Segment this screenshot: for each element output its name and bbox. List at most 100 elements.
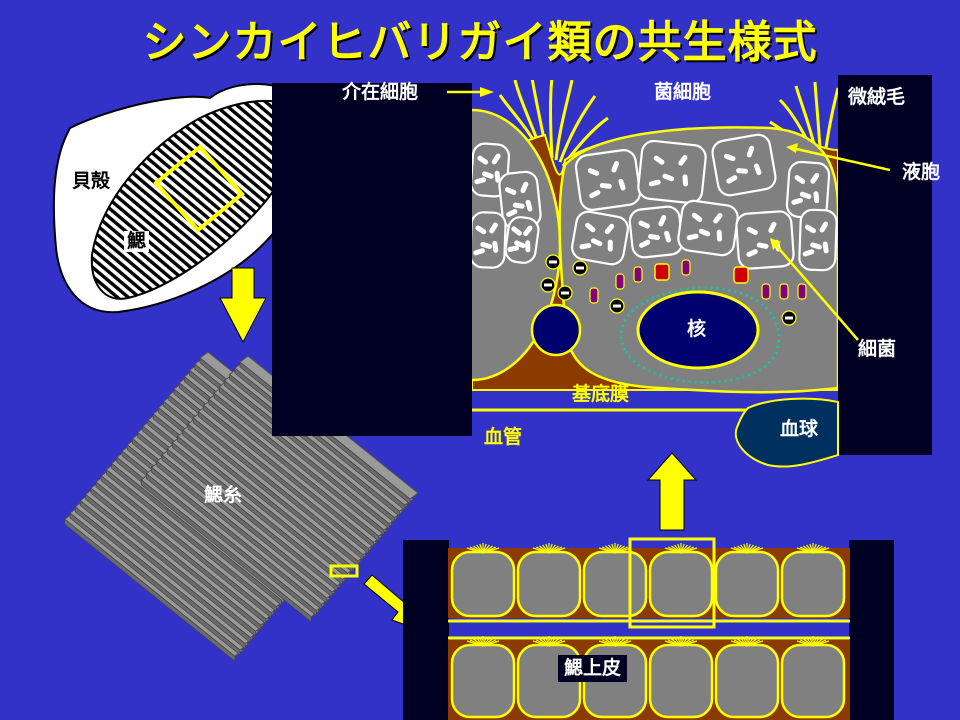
gill-lamella-edge: [203, 404, 374, 549]
symbiont-rod: [810, 172, 820, 184]
symbiont-rod: [726, 175, 738, 184]
symbiont-rod: [507, 245, 520, 252]
bacterium: [797, 283, 807, 300]
symbiont-rod: [648, 233, 660, 241]
symbiont-rod: [648, 179, 661, 187]
symbiont-rod: [810, 242, 822, 250]
symbiont-rod: [611, 161, 620, 173]
gill-lamella-edge: [161, 454, 333, 598]
symbiont-rod: [506, 208, 518, 218]
gill-highlight-box: [153, 144, 245, 233]
vacuole: [637, 139, 707, 205]
symbiont-rod: [713, 213, 723, 224]
symbiont-rod: [514, 240, 526, 249]
symbiont-rod: [791, 197, 804, 205]
basement-membrane-label: 基底膜: [572, 383, 630, 405]
gill-lamella-edge: [64, 518, 236, 662]
epithelium-highlight-box: [628, 537, 716, 629]
shell-label: 貝殻: [72, 170, 111, 192]
epithelial-cilia: [614, 640, 632, 647]
vacuole: [628, 205, 684, 259]
symbiont-rod: [520, 181, 529, 194]
blood-vessel-label: 血管: [484, 426, 523, 448]
vacuole: [472, 211, 507, 269]
symbiont-rod: [691, 212, 703, 223]
symbiont-rod: [746, 226, 758, 236]
vacuole: [798, 208, 838, 272]
symbiont-rod: [579, 243, 592, 250]
symbiont-rod: [653, 155, 665, 165]
epithelial-cilia: [746, 547, 764, 554]
down-arrow-icon: [219, 267, 267, 344]
symbiont-rod: [607, 239, 613, 252]
gill-lamella-edge: [69, 512, 241, 656]
symbiont-rod: [813, 191, 820, 204]
epithelial-cilia: [812, 640, 830, 647]
symbiont-rod: [819, 221, 829, 233]
symbiont-rod: [698, 228, 711, 237]
gill-lamella-edge: [224, 379, 395, 524]
epithelial-cilia: [548, 640, 566, 647]
epithelium-panel: [403, 537, 894, 720]
symbiont-rod: [489, 222, 498, 234]
bacteriocyte-label: 菌細胞: [654, 81, 712, 103]
symbiont-rod: [512, 202, 525, 209]
gill-lamella-edge: [213, 392, 385, 536]
gill-lamella-edge: [74, 506, 246, 650]
epithelial-cilia: [614, 547, 632, 554]
symbiont-rod: [474, 177, 487, 185]
epithelial-cell: [714, 643, 780, 719]
symbiont-rod: [658, 215, 667, 227]
gill-lamella-edge: [208, 398, 380, 542]
gill-lamella-edge: [106, 468, 277, 613]
symbiont-rod: [638, 220, 650, 229]
symbiont-rod: [802, 249, 815, 257]
vacuole: [735, 210, 795, 270]
epithelial-cell: [780, 550, 846, 618]
symbiont-rod: [639, 239, 651, 248]
symbiont-rod: [589, 189, 601, 199]
nucleus: [636, 290, 760, 370]
epithelial-cilia: [812, 547, 830, 554]
epithelial-cell: [450, 550, 516, 618]
symbiont-rod: [664, 230, 672, 243]
bacterium: [633, 266, 643, 283]
vacuole: [574, 149, 642, 211]
symbiont-rod: [587, 168, 600, 176]
gill-filament-label: 鰓糸: [204, 484, 243, 506]
gill-lamella-edge: [85, 493, 256, 638]
bacterium: [654, 263, 670, 281]
epithelial-cilia: [746, 640, 764, 647]
gill-lamella-edge: [198, 410, 369, 555]
small-nucleus: [530, 303, 582, 357]
epithelial-cilia: [680, 547, 698, 554]
bacteria-cluster: [540, 254, 807, 326]
gill-lamella-edge: [151, 466, 322, 611]
up-arrow-icon: [646, 452, 698, 531]
symbiont-rod: [794, 175, 806, 184]
figure-title: シンカイヒバリガイ類の共生様式: [142, 17, 818, 68]
nucleus-label: 核: [687, 318, 707, 340]
symbiont-rod: [746, 145, 755, 158]
gill-lamella-edge: [90, 487, 262, 631]
symbiont-rod: [525, 240, 531, 253]
epithelial-cell: [648, 643, 714, 719]
blood-cell-shape: [734, 397, 839, 468]
symbiont-rod: [525, 199, 533, 212]
vacuole: [711, 133, 777, 197]
symbiont-rod: [756, 242, 769, 249]
symbiont-rod: [480, 241, 492, 249]
vacuole: [504, 216, 540, 264]
mussel-shell: [52, 82, 312, 314]
epithelial-cilia: [548, 547, 566, 554]
leader-lines: [447, 87, 891, 341]
symbiont-rod: [492, 240, 499, 253]
symbiont-rod: [523, 225, 533, 237]
symbiont-rod: [678, 154, 688, 166]
symbiont-rod: [736, 168, 749, 174]
gill-lamella-edge: [172, 441, 343, 586]
gill-lamella-edge: [156, 460, 328, 604]
epithelial-cilia: [482, 547, 500, 554]
